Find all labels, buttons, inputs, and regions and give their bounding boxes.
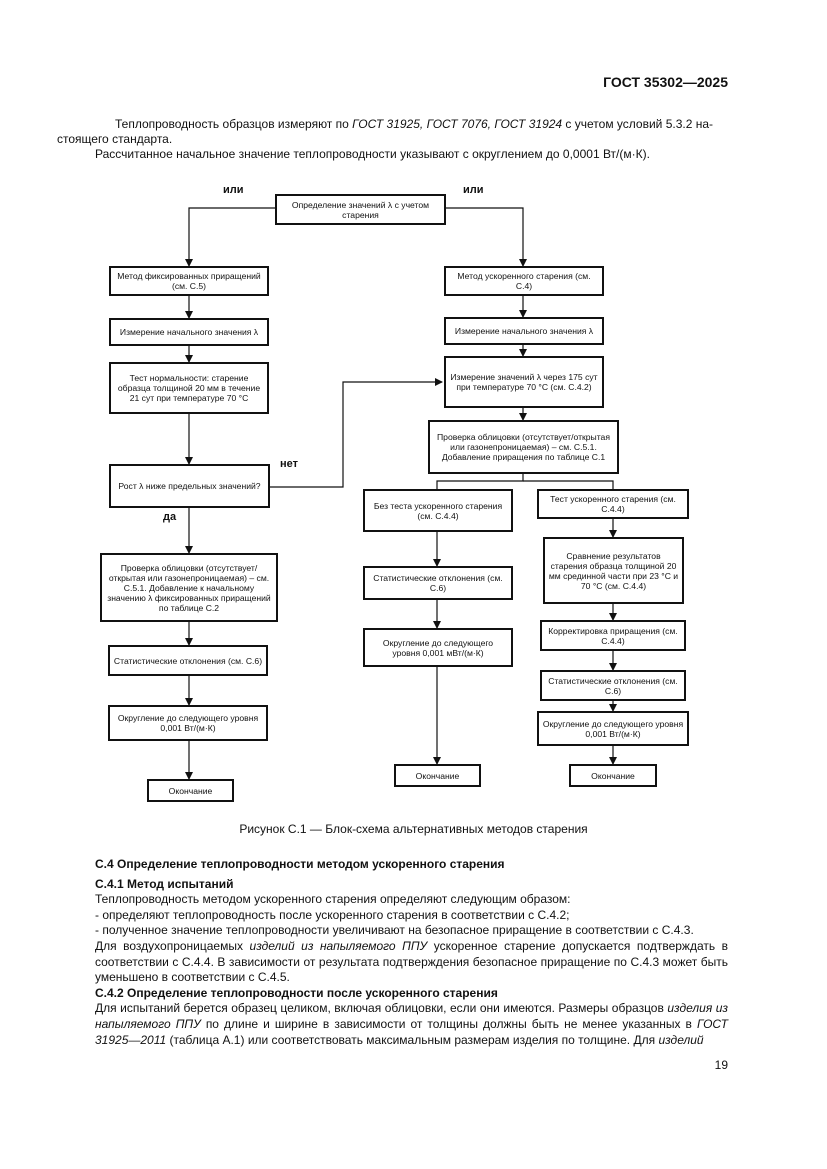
box-left-round: Округление до следующего уровня 0,001 Вт… (108, 705, 268, 741)
box-r2-round: Округление до следующего уровня 0,001 Вт… (537, 711, 689, 746)
box-r2-end: Окончание (569, 764, 657, 787)
list-item-2: - полученное значение теплопроводности у… (95, 923, 694, 938)
box-left-measure: Измерение начального значения λ (109, 318, 269, 346)
or-left-label: или (223, 184, 244, 196)
box-left-method: Метод фиксированных приращений (см. С.5) (109, 266, 269, 296)
intro-paragraph-1: Теплопроводность образцов измеряют по ГО… (115, 117, 714, 131)
intro-paragraph-1-cont: стоящего стандарта. (57, 132, 173, 146)
flowchart-connectors (185, 207, 617, 780)
paragraph-c41: Теплопроводность методом ускоренного ста… (95, 892, 571, 907)
no-label: нет (280, 458, 299, 470)
box-right-check: Проверка облицовки (отсутствует/открытая… (428, 420, 619, 474)
list-item-1: - определяют теплопроводность после уско… (95, 907, 570, 922)
box-r1-round: Округление до следующего уровня 0,001 мВ… (363, 628, 513, 667)
heading-c42: С.4.2 Определение теплопроводности после… (95, 985, 498, 1000)
body-text: С.4 Определение теплопроводности методом… (95, 855, 728, 1048)
box-r1-end: Окончание (394, 764, 481, 787)
page-number: 19 (714, 1058, 728, 1072)
box-r2-test: Тест ускоренного старения (см. С.4.4) (537, 489, 689, 519)
heading-c4: С.4 Определение теплопроводности методом… (95, 857, 505, 871)
box-left-check: Проверка облицовки (отсутствует/открытая… (100, 553, 278, 622)
paragraph-c42: Для испытаний берется образец целиком, в… (95, 1001, 729, 1047)
box-r2-correct: Корректировка приращения (см. С.4.4) (540, 620, 686, 651)
box-r1-stat: Статистические отклонения (см. С.6) (363, 566, 513, 600)
box-left-decision: Рост λ ниже предельных значений? (109, 464, 270, 508)
box-right-measure-175: Измерение значений λ через 175 сут при т… (444, 356, 604, 408)
box-left-test: Тест нормальности: старение образца толщ… (109, 362, 269, 414)
box-right-measure: Измерение начального значения λ (444, 317, 604, 345)
box-left-end: Окончание (147, 779, 234, 802)
intro-refs: ГОСТ 31925, ГОСТ 7076, ГОСТ 31924 (352, 117, 563, 131)
paragraph-air: Для воздухопроницаемых изделий из напыля… (95, 938, 729, 985)
box-r2-compare: Сравнение результатов старения образца т… (543, 537, 684, 604)
heading-c41: С.4.1 Метод испытаний (95, 876, 234, 891)
box-r2-stat: Статистические отклонения (см. С.6) (540, 670, 686, 701)
box-right-method: Метод ускоренного старения (см. С.4) (444, 266, 604, 296)
yes-label: да (163, 511, 177, 523)
intro-paragraph-2: Рассчитанное начальное значение теплопро… (95, 147, 650, 161)
or-right-label: или (463, 184, 484, 196)
box-r1-no-test: Без теста ускоренного старения (см. С.4.… (363, 489, 513, 532)
figure-caption: Рисунок С.1 — Блок-схема альтернативных … (239, 822, 588, 836)
box-left-stat: Статистические отклонения (см. С.6) (108, 645, 268, 676)
box-start: Определение значений λ с учетом старения (275, 194, 446, 225)
document-code: ГОСТ 35302—2025 (603, 74, 728, 90)
